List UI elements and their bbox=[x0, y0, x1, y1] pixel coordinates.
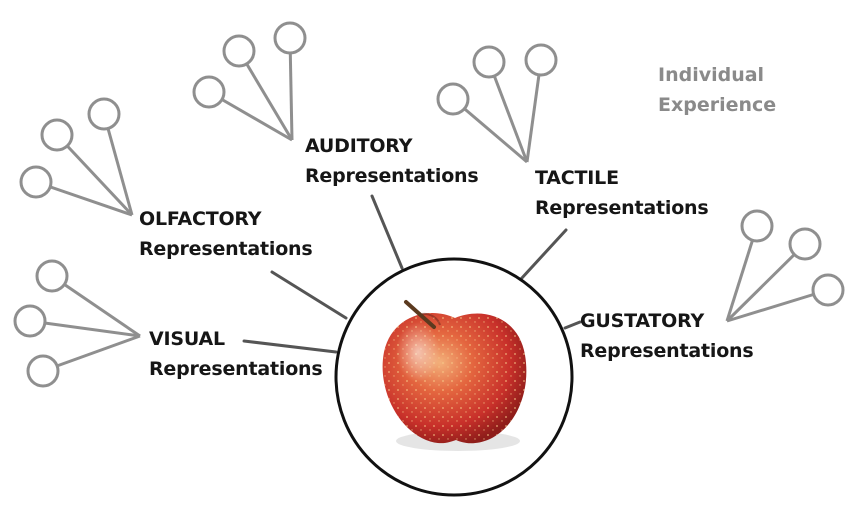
gustatory-branch-cluster bbox=[725, 209, 845, 323]
tactile-connector bbox=[519, 228, 568, 281]
branch-node bbox=[192, 75, 226, 109]
tactile-branch-cluster bbox=[436, 43, 558, 164]
connector-lines bbox=[242, 194, 582, 354]
tactile-label: TACTILE Representations bbox=[535, 163, 709, 223]
branch-node bbox=[524, 43, 558, 77]
branch-node bbox=[472, 45, 506, 79]
branch-node bbox=[273, 21, 307, 55]
gustatory-connector bbox=[563, 320, 582, 330]
visual-label-title: VISUAL bbox=[149, 328, 225, 350]
gustatory-label-subtitle: Representations bbox=[580, 340, 754, 362]
visual-branch-cluster bbox=[13, 259, 141, 388]
olfactory-branch-cluster bbox=[19, 97, 134, 217]
branch-node bbox=[40, 118, 74, 152]
olfactory-label: OLFACTORY Representations bbox=[139, 204, 313, 264]
auditory-label: AUDITORY Representations bbox=[305, 131, 479, 191]
visual-connector bbox=[242, 339, 338, 354]
branch-node bbox=[35, 259, 69, 293]
olfactory-label-subtitle: Representations bbox=[139, 238, 313, 260]
tactile-label-title: TACTILE bbox=[535, 167, 619, 189]
olfactory-label-title: OLFACTORY bbox=[139, 208, 262, 230]
branch-node bbox=[436, 82, 470, 116]
apple-image bbox=[382, 300, 527, 451]
gustatory-label: GUSTATORY Representations bbox=[580, 306, 754, 366]
tactile-label-subtitle: Representations bbox=[535, 197, 709, 219]
auditory-label-title: AUDITORY bbox=[305, 135, 413, 157]
corner-label-line1: Individual bbox=[658, 64, 765, 86]
branch-node bbox=[222, 34, 256, 68]
branch-node bbox=[811, 273, 845, 307]
auditory-branch-cluster bbox=[192, 21, 307, 142]
branch-node bbox=[788, 227, 822, 261]
visual-label-subtitle: Representations bbox=[149, 358, 323, 380]
olfactory-connector bbox=[270, 270, 348, 320]
individual-experience-label: Individual Experience bbox=[658, 60, 776, 120]
corner-label-line2: Experience bbox=[658, 94, 777, 116]
auditory-label-subtitle: Representations bbox=[305, 165, 479, 187]
visual-label: VISUAL Representations bbox=[149, 324, 323, 384]
branch-node bbox=[13, 304, 47, 338]
branch-clusters bbox=[13, 21, 845, 388]
gustatory-label-title: GUSTATORY bbox=[580, 310, 705, 332]
branch-node bbox=[740, 209, 774, 243]
branch-node bbox=[19, 165, 53, 199]
branch-node bbox=[87, 97, 121, 131]
branch-node bbox=[26, 354, 60, 388]
auditory-connector bbox=[370, 194, 404, 270]
